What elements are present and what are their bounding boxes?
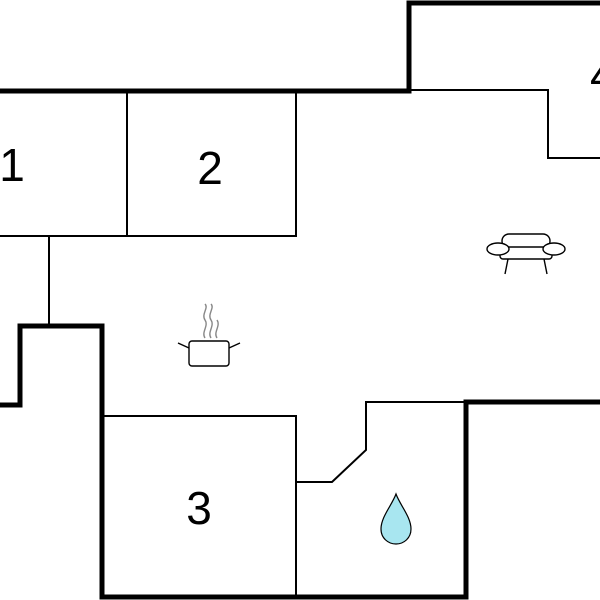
room-2-wall (126, 90, 297, 237)
steam-lines (203, 303, 207, 339)
room-number-3: 3 (186, 482, 212, 534)
cooking-pot-icon (177, 303, 241, 367)
sofa-icon (486, 233, 566, 275)
room-4-wall (408, 89, 600, 159)
exterior-wall-west (0, 323, 600, 600)
room-number-2: 2 (197, 142, 223, 194)
room-number-1: 1 (0, 139, 25, 191)
room-number-4: 4 (590, 49, 600, 101)
interior-walls (0, 89, 600, 598)
bathroom-wall (295, 401, 467, 483)
room-3-wall (101, 415, 297, 598)
water-drop-icon (380, 492, 412, 545)
exterior-wall-north (0, 0, 600, 94)
